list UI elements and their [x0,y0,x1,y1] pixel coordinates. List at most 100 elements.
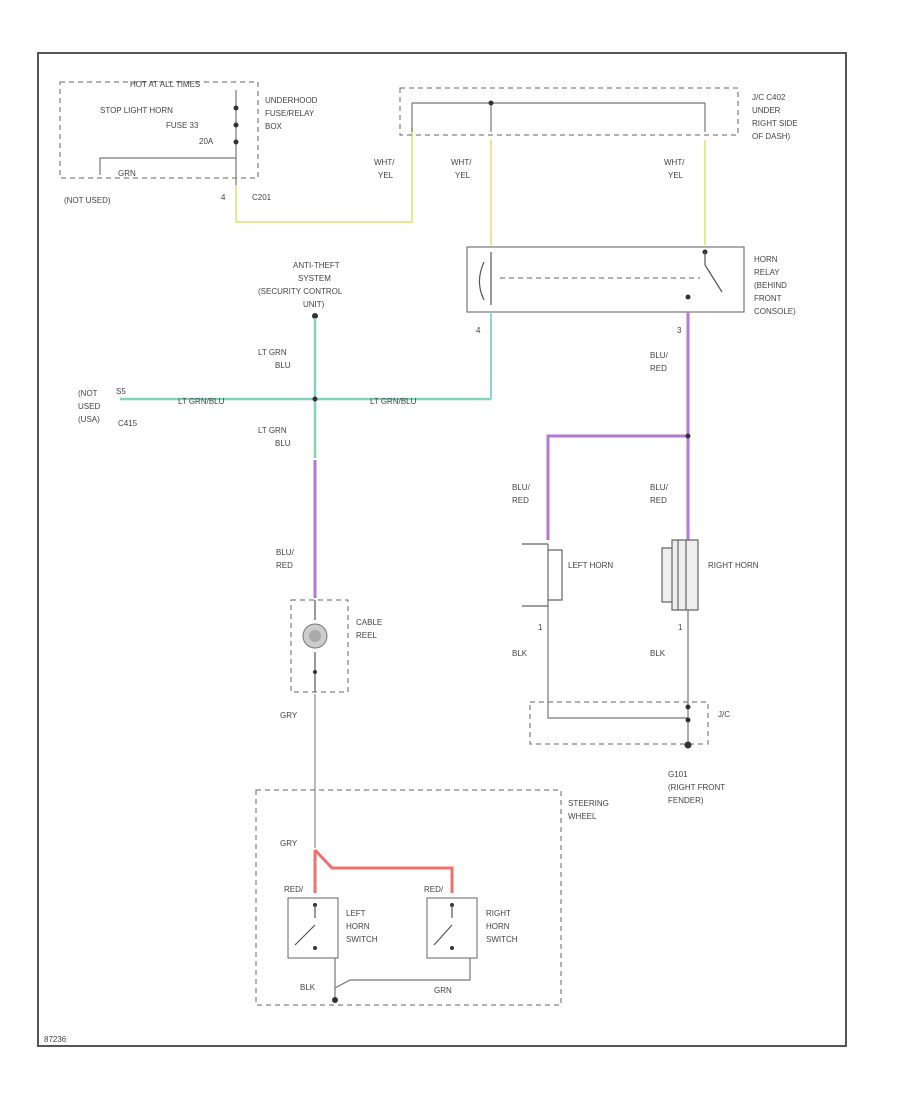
label-jc-2: UNDER [752,106,781,115]
label-not-used-left-2: USED [78,402,100,411]
label-right-horn: RIGHT HORN [708,561,759,570]
label-blu-red-left-1: BLU/ [512,483,531,492]
left-horn-icon [522,543,563,607]
label-right-switch-1: RIGHT [486,909,511,918]
label-jc-3: RIGHT SIDE [752,119,798,128]
label-horn-relay-1: HORN [754,255,778,264]
label-not-used-left-3: (USA) [78,415,100,424]
jc-node [488,100,494,106]
label-horn-relay-5: CONSOLE) [754,307,796,316]
label-horn-relay-2: RELAY [754,268,780,277]
label-blk-sw: BLK [300,983,316,992]
label-jc-4: OF DASH) [752,132,791,141]
label-horn-relay-4: FRONT [754,294,782,303]
label-wht-yel-2b: YEL [455,171,471,180]
security-unit-terminal [312,313,318,319]
diagram-frame [37,52,847,1047]
label-hot-at-all-times: HOT AT ALL TIMES [130,80,200,89]
label-term-s5: S5 [116,387,126,396]
wire-wht-yel-fuse [235,128,413,223]
label-fuse-33: FUSE 33 [166,121,199,130]
green-junction-node [312,396,318,402]
label-left-switch-3: SWITCH [346,935,378,944]
horn-split-node [685,433,691,439]
right-horn-icon [661,539,699,611]
fuse-node-1 [233,105,239,111]
label-grn-wire: GRN [118,169,136,178]
label-anti-theft-1: ANTI-THEFT [293,261,340,270]
right-horn-switch-box [426,897,478,959]
label-left-horn: LEFT HORN [568,561,613,570]
label-anti-theft-2: SYSTEM [298,274,331,283]
label-lt-grn-blu-a2: BLU [275,361,291,370]
page-reference: 87236 [44,1035,67,1044]
cable-reel-box [290,599,349,693]
label-lt-grn-blu-h2: LT GRN/BLU [370,397,417,406]
label-blu-red-relay-2: RED [650,364,667,373]
label-c201: C201 [252,193,272,202]
label-underhood-1: UNDERHOOD [265,96,318,105]
label-right-switch-3: SWITCH [486,935,518,944]
fuse-node-3 [233,139,239,145]
label-relay-pin-4: 4 [476,326,481,335]
label-blu-red-relay-1: BLU/ [650,351,669,360]
label-red-2: RED/ [424,885,444,894]
label-blu-red-cable-1: BLU/ [276,548,295,557]
label-grn-sw: GRN [434,986,452,995]
label-left-switch-2: HORN [346,922,370,931]
label-wht-yel-3a: WHT/ [664,158,685,167]
label-red-1: RED/ [284,885,304,894]
label-jc-small: J/C [718,710,730,719]
label-stop-light-horn: STOP LIGHT HORN [100,106,173,115]
underhood-fuse-box [59,81,259,179]
label-cable-reel-1: CABLE [356,618,382,627]
label-underhood-3: BOX [265,122,283,131]
fuse-node-2 [233,122,239,128]
label-steering-2: WHEEL [568,812,597,821]
label-g101-1: G101 [668,770,688,779]
label-left-switch-1: LEFT [346,909,366,918]
left-horn-switch-box [287,897,339,959]
label-blu-red-cable-2: RED [276,561,293,570]
switch-ground-node [332,997,338,1003]
label-underhood-2: FUSE/RELAY [265,109,315,118]
label-wht-yel-2a: WHT/ [451,158,472,167]
label-jc-1: J/C C402 [752,93,786,102]
label-wht-yel-1b: YEL [378,171,394,180]
wire-red-switches [313,848,454,893]
label-not-used-top: (NOT USED) [64,196,111,205]
label-c201-pin: 4 [221,193,226,202]
label-blu-red-right-2: RED [650,496,667,505]
label-c415: C415 [118,419,138,428]
label-lt-grn-blu-b1: LT GRN [258,426,287,435]
ground-jc-box [529,701,709,745]
label-steering-1: STEERING [568,799,609,808]
label-relay-pin-3: 3 [677,326,682,335]
label-pin-1-left: 1 [538,623,543,632]
label-blk-right: BLK [650,649,666,658]
label-horn-relay-3: (BEHIND [754,281,787,290]
label-wht-yel-3b: YEL [668,171,684,180]
label-g101-2: (RIGHT FRONT [668,783,725,792]
label-lt-grn-blu-a1: LT GRN [258,348,287,357]
label-wht-yel-1a: WHT/ [374,158,395,167]
label-blk-left: BLK [512,649,528,658]
label-gry-1: GRY [280,711,298,720]
label-blu-red-left-2: RED [512,496,529,505]
wire-blu-red-left [546,434,688,540]
g101-ground-node [684,741,692,749]
label-pin-1-right: 1 [678,623,683,632]
label-lt-grn-blu-b2: BLU [275,439,291,448]
label-cable-reel-2: REEL [356,631,377,640]
jc-c402-box [399,87,739,136]
label-anti-theft-4: UNIT) [303,300,325,309]
label-anti-theft-3: (SECURITY CONTROL [258,287,343,296]
label-g101-3: FENDER) [668,796,704,805]
label-right-switch-2: HORN [486,922,510,931]
label-gry-2: GRY [280,839,298,848]
label-not-used-left-1: (NOT [78,389,98,398]
label-fuse-amp: 20A [199,137,214,146]
label-lt-grn-blu-h1: LT GRN/BLU [178,397,225,406]
label-blu-red-right-1: BLU/ [650,483,669,492]
